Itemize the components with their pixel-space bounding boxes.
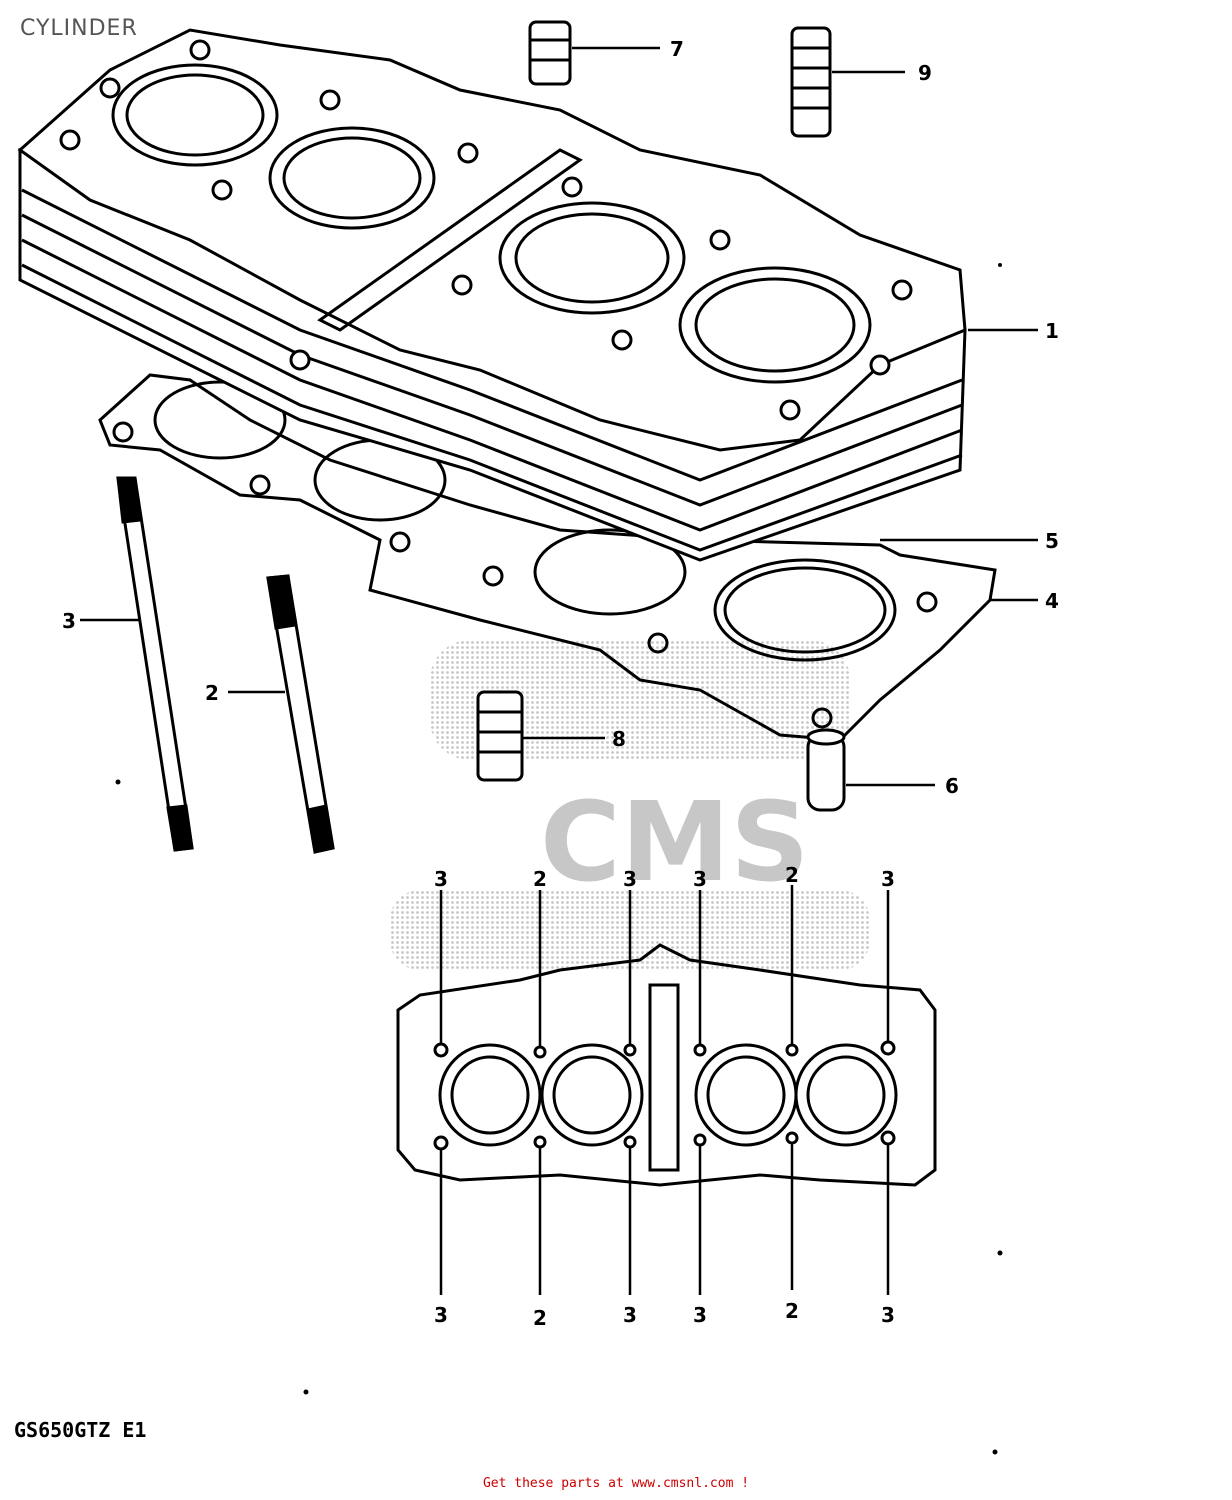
spacer-9 (790, 26, 832, 138)
callout-2: 2 (205, 681, 219, 705)
leader-lines (80, 46, 1038, 787)
spacer-8 (476, 690, 524, 782)
model-code: GS650GTZ E1 (14, 1418, 147, 1442)
print-specks (115, 263, 1003, 1455)
plan-callout-bottom-4: 3 (693, 1303, 707, 1327)
plan-callout-bottom-5: 2 (785, 1299, 799, 1323)
plan-view (396, 943, 937, 1187)
plan-leaders (439, 885, 890, 1295)
cylinder-block (17, 28, 967, 562)
plan-callout-top-4: 3 (693, 867, 707, 891)
plan-callout-top-1: 3 (434, 867, 448, 891)
plan-callout-top-5: 2 (785, 863, 799, 887)
watermark: CMS (390, 640, 870, 970)
callout-6: 6 (945, 774, 959, 798)
plan-callout-bottom-6: 3 (881, 1303, 895, 1327)
diagram-title: CYLINDER (20, 16, 138, 41)
stud-short (266, 574, 335, 854)
callout-5: 5 (1045, 529, 1059, 553)
callout-8: 8 (612, 727, 626, 751)
callout-1: 1 (1045, 319, 1059, 343)
watermark-text: CMS (540, 778, 809, 906)
dowel-pin (806, 728, 846, 812)
stud-long (116, 476, 194, 852)
callout-9: 9 (918, 61, 932, 85)
o-ring (713, 558, 897, 662)
plan-callout-bottom-1: 3 (434, 1303, 448, 1327)
plan-callout-top-6: 3 (881, 867, 895, 891)
footer-link[interactable]: Get these parts at www.cmsnl.com ! (482, 1476, 750, 1491)
spacer-7 (528, 20, 572, 86)
plan-callout-bottom-2: 2 (533, 1306, 547, 1330)
plan-callout-top-2: 2 (533, 867, 547, 891)
callout-4: 4 (1045, 589, 1059, 613)
plan-callout-top-3: 3 (623, 867, 637, 891)
callout-3: 3 (62, 609, 76, 633)
callout-7: 7 (670, 37, 684, 61)
plan-callout-bottom-3: 3 (623, 1303, 637, 1327)
